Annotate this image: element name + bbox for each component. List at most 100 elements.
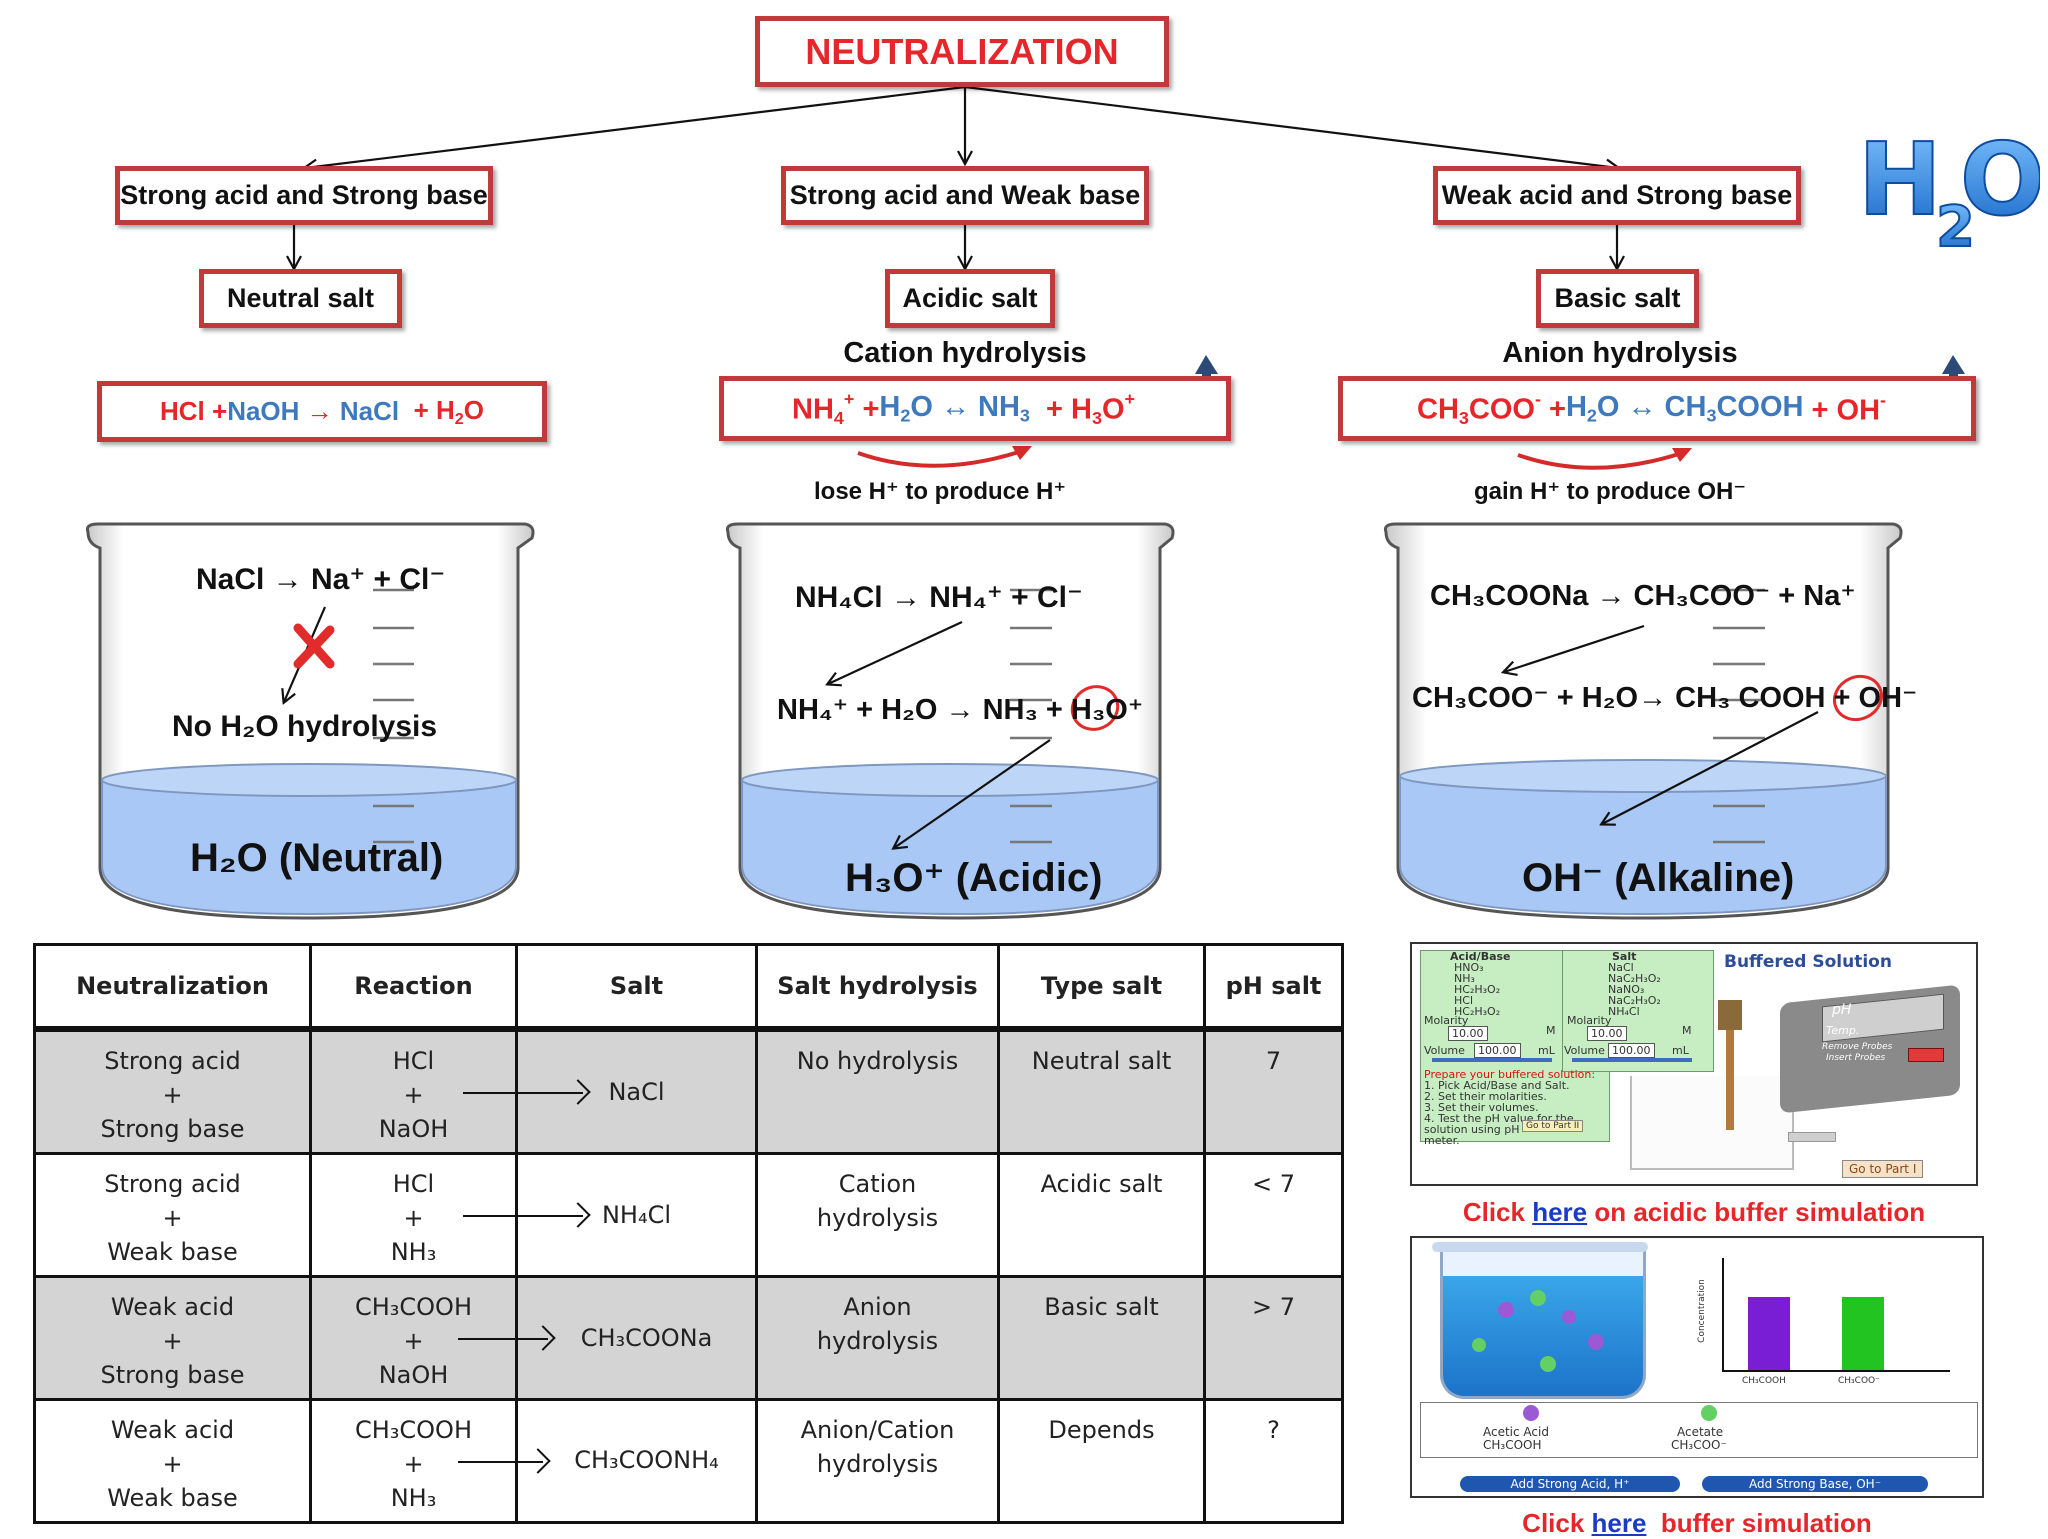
- sim2-legend-acid-formula: CH₃COOH: [1483, 1438, 1542, 1452]
- sim1-salt-2: NaC₂H₃O₂: [1608, 972, 1661, 985]
- up-arrow-head-right: [1942, 355, 1965, 374]
- sim1-remove-probes[interactable]: Remove Probes: [1822, 1042, 1893, 1052]
- sim1-instruction-6: meter.: [1424, 1134, 1460, 1147]
- salt-acidic: Acidic salt: [885, 269, 1055, 328]
- sim2-beaker: [1440, 1246, 1646, 1399]
- reaction-arrow: [458, 1460, 543, 1463]
- gain-note: gain H⁺ to produce OH⁻: [1473, 478, 1746, 505]
- cell-neutralization: Strong acid+Weak base: [33, 1152, 312, 1279]
- acidic-buffer-simulation-thumbnail[interactable]: Acid/Base HNO₃ NH₃ HC₂H₃O₂ HCl HC₂H₃O₂ S…: [1410, 942, 1978, 1186]
- sim2-x-axis: [1722, 1370, 1950, 1372]
- equation-neutral: HCl + NaOH → NaCl + H2O: [97, 381, 547, 442]
- cell-ph: ?: [1203, 1397, 1344, 1525]
- sim2-bar-acid: [1748, 1297, 1790, 1370]
- sim1-slider[interactable]: [1432, 1058, 1552, 1062]
- sim1-salt-5: NH₄Cl: [1608, 1005, 1640, 1018]
- sim2-legend-acetate-name: Acetate: [1677, 1425, 1724, 1439]
- beaker-alkaline-reaction: CH₃COO⁻ + H₂O→ CH₃ COOH + OH⁻: [1412, 682, 1918, 714]
- cell-ph: < 7: [1203, 1152, 1344, 1279]
- cell-salt: NaCl: [463, 1027, 758, 1156]
- sim1-molarity-unit-2: M: [1682, 1024, 1692, 1037]
- cell-type: Neutral salt: [997, 1027, 1206, 1156]
- beaker-alkaline-dissociation: CH₃COONa → CH₃COO⁻ + Na⁺: [1430, 580, 1856, 612]
- sim2-y-axis-label: Concentration: [1696, 1279, 1707, 1343]
- gain-arrow-head: [1672, 448, 1692, 462]
- sim1-salt-1: NaCl: [1608, 961, 1634, 974]
- logo-o: O: [1960, 126, 2040, 238]
- beaker-alkaline-label: OH⁻ (Alkaline): [1522, 856, 1795, 900]
- sim1-volume-label: Volume: [1424, 1044, 1465, 1057]
- sim1-probe: [1726, 1030, 1734, 1130]
- lose-arrow-head: [1012, 446, 1032, 460]
- sim1-acid-5: HC₂H₃O₂: [1454, 1005, 1501, 1018]
- sim1-ph-label: pH: [1832, 1002, 1852, 1018]
- sim1-acid-3: HC₂H₃O₂: [1454, 983, 1501, 996]
- sim1-volume-input[interactable]: 100.00: [1474, 1043, 1521, 1058]
- sim1-instruction-0: Prepare your buffered solution:: [1424, 1068, 1596, 1081]
- sim2-molecule: [1498, 1302, 1514, 1318]
- salt-basic: Basic salt: [1536, 269, 1699, 328]
- acidic-buffer-link-line: Click here on acidic buffer simulation: [1462, 1197, 1926, 1227]
- beaker-neutral-result: No H₂O hydrolysis: [172, 710, 438, 743]
- sim1-instruction-5: solution using pH: [1424, 1123, 1520, 1136]
- beaker-acidic-label: H₃O⁺ (Acidic): [845, 856, 1103, 900]
- header-salt-hydrolysis: Salt hydrolysis: [755, 943, 1000, 1032]
- sim2-legend-acid-dot: [1523, 1405, 1539, 1421]
- equation-cation: NH4+ + H2O ↔ NH3 + H3O+: [719, 376, 1231, 441]
- logo-h: H: [1858, 126, 1942, 238]
- buffer-simulation-thumbnail[interactable]: Concentration CH₃COOH CH₃COO⁻ Acetic Aci…: [1410, 1236, 1984, 1498]
- sim1-probe-holder: [1718, 1000, 1742, 1030]
- sim1-volume-unit-2: mL: [1672, 1044, 1689, 1057]
- cell-salt: CH₃COONH₄: [458, 1397, 758, 1525]
- sim2-add-base-button[interactable]: Add Strong Base, OH⁻: [1702, 1476, 1928, 1492]
- buffer-here-link[interactable]: here: [1591, 1508, 1647, 1538]
- sim1-beaker: [1630, 1076, 1794, 1170]
- branch-strong-weak: Strong acid and Weak base: [781, 166, 1149, 225]
- sim1-salt-4: NaC₂H₃O₂: [1608, 994, 1661, 1007]
- sim1-salt-label: Salt: [1612, 950, 1637, 963]
- beaker-neutral: [86, 522, 535, 920]
- beaker-acidic-reaction: NH₄⁺ + H₂O → NH₃ + H₃O⁺: [777, 694, 1144, 726]
- title-box: NEUTRALIZATION: [755, 16, 1169, 87]
- sim1-meter-switch[interactable]: [1908, 1048, 1944, 1062]
- salt-neutral: Neutral salt: [199, 269, 402, 328]
- table-row: Weak acid+Strong base CH₃COOH+NaOH CH₃CO…: [33, 1275, 1344, 1401]
- beaker-alkaline: [1384, 522, 1903, 920]
- sim1-molarity-input-2[interactable]: 10.00: [1587, 1026, 1627, 1041]
- sim1-molarity-unit: M: [1546, 1024, 1556, 1037]
- sim2-molecule: [1530, 1290, 1546, 1306]
- sim1-volume-input-2[interactable]: 100.00: [1608, 1043, 1655, 1058]
- sim2-bar2-label: CH₃COO⁻: [1838, 1376, 1880, 1386]
- table-row: Strong acid+Weak base HCl+NH₃ NH₄Cl Cati…: [33, 1152, 1344, 1279]
- sim2-molecule: [1588, 1334, 1604, 1350]
- acidic-buffer-here-link[interactable]: here: [1532, 1197, 1588, 1227]
- sim1-slider-2[interactable]: [1572, 1058, 1692, 1062]
- sim2-molecule: [1472, 1338, 1486, 1352]
- beaker-neutral-label: H₂O (Neutral): [190, 836, 444, 880]
- header-reaction: Reaction: [309, 943, 518, 1032]
- anion-hydrolysis-title: Anion hydrolysis: [1502, 337, 1738, 369]
- sim2-legend-acetate-formula: CH₃COO⁻: [1671, 1438, 1727, 1452]
- sim1-instruction-2: 2. Set their molarities.: [1424, 1090, 1547, 1103]
- sim1-molarity-label-2: Molarity: [1567, 1014, 1612, 1027]
- header-neutralization: Neutralization: [33, 943, 312, 1032]
- header-type-salt: Type salt: [997, 943, 1206, 1032]
- gain-arrow: [1517, 450, 1686, 470]
- sim2-legend: Acetic Acid CH₃COOH Acetate CH₃COO⁻: [1420, 1402, 1978, 1458]
- sim2-molecule: [1562, 1310, 1576, 1324]
- sim1-insert-probes[interactable]: Insert Probes: [1826, 1053, 1886, 1063]
- cell-hydrolysis: No hydrolysis: [755, 1027, 1000, 1156]
- sim1-go-part2-button[interactable]: Go to Part II: [1522, 1120, 1584, 1132]
- sim2-legend-acid-name: Acetic Acid: [1483, 1425, 1549, 1439]
- sim1-salt-3: NaNO₃: [1608, 983, 1645, 996]
- sim1-molarity-input[interactable]: 10.00: [1448, 1026, 1488, 1041]
- up-arrow-head-center: [1195, 355, 1218, 374]
- sim1-temp-label: Temp.: [1826, 1024, 1860, 1037]
- cell-neutralization: Weak acid+Weak base: [33, 1397, 312, 1525]
- cell-type: Acidic salt: [997, 1152, 1206, 1279]
- sim1-acid-1: HNO₃: [1454, 961, 1484, 974]
- sim1-go-part1-button[interactable]: Go to Part I: [1842, 1160, 1924, 1178]
- sim2-add-acid-button[interactable]: Add Strong Acid, H⁺: [1460, 1476, 1680, 1492]
